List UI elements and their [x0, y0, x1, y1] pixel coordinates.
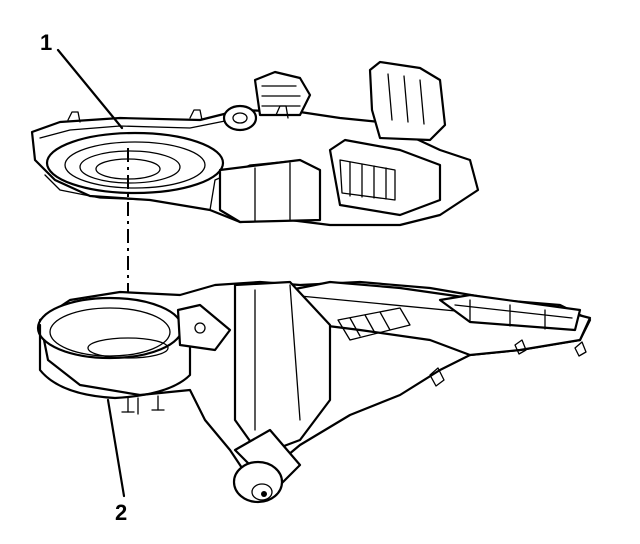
- lower-blower-case: [36, 280, 592, 504]
- callout-2-leader: [106, 398, 126, 498]
- callout-label-2: 2: [115, 500, 128, 525]
- callout-1-leader: [56, 48, 124, 130]
- callout-label-1: 1: [40, 30, 53, 55]
- upper-blower-case: [30, 60, 480, 227]
